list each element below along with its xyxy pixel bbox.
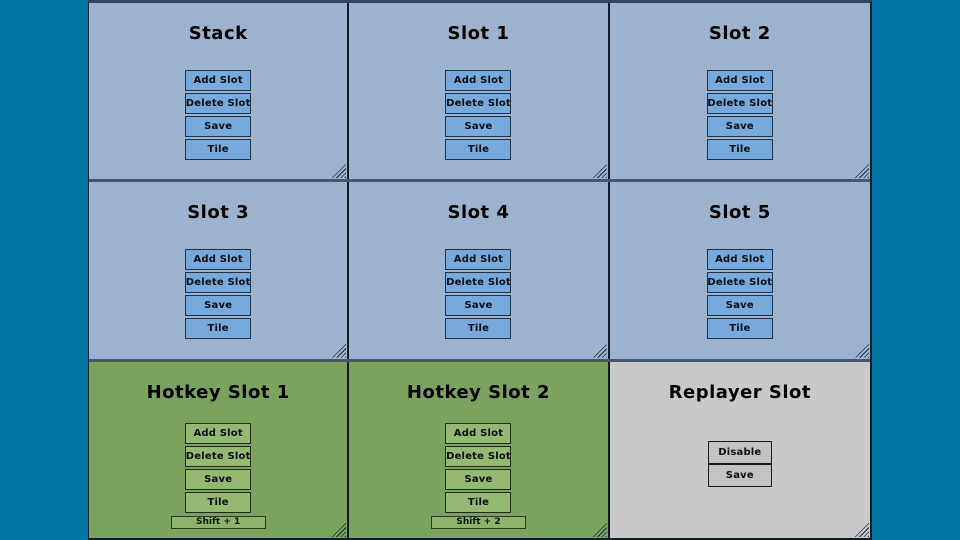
hotkey-binding-label: Shift + 1	[170, 515, 266, 529]
panel-title: Slot 5	[708, 202, 771, 224]
save-button[interactable]: Save	[706, 116, 773, 137]
panel-title: Hotkey Slot 2	[406, 381, 551, 403]
tile-button[interactable]: Tile	[706, 139, 773, 160]
resize-grip-icon[interactable]	[591, 163, 607, 179]
panel-slot-4: Slot 4 Add Slot Delete Slot Save Tile	[349, 182, 610, 359]
save-button[interactable]: Save	[185, 116, 252, 137]
save-button[interactable]: Save	[706, 295, 773, 317]
panel-title: Replayer Slot	[668, 381, 812, 403]
button-stack: Add Slot Delete Slot Save Tile	[445, 70, 512, 162]
save-button[interactable]: Save	[707, 463, 772, 487]
button-stack: Add Slot Delete Slot Save Tile	[706, 249, 773, 341]
delete-slot-button[interactable]: Delete Slot	[706, 272, 773, 294]
save-button[interactable]: Save	[445, 468, 512, 490]
button-stack: Add Slot Delete Slot Save Tile	[185, 70, 252, 162]
delete-slot-button[interactable]: Delete Slot	[185, 445, 252, 467]
delete-slot-button[interactable]: Delete Slot	[185, 93, 252, 114]
add-slot-button[interactable]: Add Slot	[706, 70, 773, 91]
panel-title: Slot 2	[708, 23, 771, 44]
add-slot-button[interactable]: Add Slot	[185, 70, 252, 91]
resize-grip-icon[interactable]	[331, 521, 347, 537]
tile-button[interactable]: Tile	[445, 318, 512, 340]
tile-button[interactable]: Tile	[185, 491, 252, 513]
disable-button[interactable]: Disable	[707, 440, 772, 464]
delete-slot-button[interactable]: Delete Slot	[706, 93, 773, 114]
hotkey-binding-label: Shift + 2	[430, 515, 526, 529]
tile-button[interactable]: Tile	[185, 318, 252, 340]
resize-grip-icon[interactable]	[854, 342, 869, 358]
panel-title: Slot 4	[447, 202, 510, 224]
button-stack: Add Slot Delete Slot Save Tile	[706, 70, 773, 162]
panel-title: Hotkey Slot 1	[146, 381, 290, 403]
button-stack: Add Slot Delete Slot Save Tile	[185, 249, 252, 341]
panel-slot-2: Slot 2 Add Slot Delete Slot Save Tile	[609, 3, 870, 180]
panel-slot-3: Slot 3 Add Slot Delete Slot Save Tile	[89, 182, 350, 359]
save-button[interactable]: Save	[445, 116, 512, 137]
save-button[interactable]: Save	[185, 468, 252, 490]
save-button[interactable]: Save	[185, 295, 252, 317]
panel-hotkey-slot-1: Hotkey Slot 1 Add Slot Delete Slot Save …	[89, 361, 350, 538]
panel-replayer-slot: Replayer Slot Disable Save	[609, 361, 870, 538]
resize-grip-icon[interactable]	[854, 163, 869, 179]
add-slot-button[interactable]: Add Slot	[445, 70, 512, 91]
button-stack: Add Slot Delete Slot Save Tile Shift + 2	[430, 422, 526, 529]
add-slot-button[interactable]: Add Slot	[185, 422, 252, 444]
tile-button[interactable]: Tile	[706, 318, 773, 340]
panel-title: Stack	[188, 23, 248, 44]
button-stack: Disable Save	[707, 440, 772, 487]
resize-grip-icon[interactable]	[331, 163, 347, 179]
delete-slot-button[interactable]: Delete Slot	[445, 445, 512, 467]
add-slot-button[interactable]: Add Slot	[185, 249, 252, 271]
add-slot-button[interactable]: Add Slot	[706, 249, 773, 271]
panel-title: Slot 3	[187, 202, 250, 224]
delete-slot-button[interactable]: Delete Slot	[445, 272, 512, 294]
resize-grip-icon[interactable]	[854, 521, 869, 537]
panel-slot-5: Slot 5 Add Slot Delete Slot Save Tile	[609, 182, 870, 359]
delete-slot-button[interactable]: Delete Slot	[185, 272, 252, 294]
add-slot-button[interactable]: Add Slot	[445, 249, 512, 271]
panel-stack: Stack Add Slot Delete Slot Save Tile	[89, 3, 350, 180]
panel-title: Slot 1	[447, 23, 510, 44]
slot-grid: Stack Add Slot Delete Slot Save Tile Slo…	[88, 0, 872, 540]
save-button[interactable]: Save	[445, 295, 512, 317]
panel-slot-1: Slot 1 Add Slot Delete Slot Save Tile	[349, 3, 610, 180]
resize-grip-icon[interactable]	[331, 342, 347, 358]
add-slot-button[interactable]: Add Slot	[445, 422, 512, 444]
delete-slot-button[interactable]: Delete Slot	[445, 93, 512, 114]
tile-button[interactable]: Tile	[445, 139, 512, 160]
panel-hotkey-slot-2: Hotkey Slot 2 Add Slot Delete Slot Save …	[349, 361, 610, 538]
resize-grip-icon[interactable]	[591, 521, 607, 537]
tile-button[interactable]: Tile	[185, 139, 252, 160]
button-stack: Add Slot Delete Slot Save Tile Shift + 1	[170, 422, 266, 529]
tile-button[interactable]: Tile	[445, 491, 512, 513]
button-stack: Add Slot Delete Slot Save Tile	[445, 249, 512, 341]
resize-grip-icon[interactable]	[591, 342, 607, 358]
